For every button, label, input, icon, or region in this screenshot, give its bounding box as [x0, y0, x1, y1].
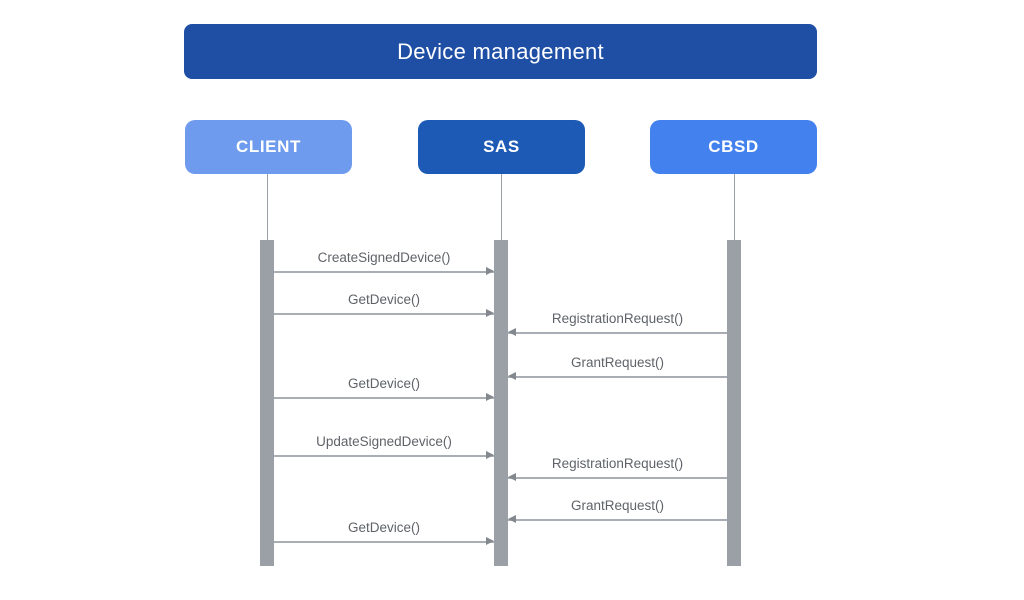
message-arrow-left [508, 372, 727, 380]
actor-cbsd-label: CBSD [708, 137, 759, 156]
message-arrow-right [274, 309, 494, 317]
actor-client: CLIENT [185, 120, 352, 174]
actor-cbsd: CBSD [650, 120, 817, 174]
message-update-signed-device: UpdateSignedDevice() [274, 433, 494, 459]
lifeline-cbsd [734, 174, 735, 240]
message-create-signed-device: CreateSignedDevice() [274, 249, 494, 275]
activation-bar-cbsd [727, 240, 741, 566]
message-arrow-left [508, 473, 727, 481]
message-arrow-right [274, 537, 494, 545]
message-get-device-3: GetDevice() [274, 519, 494, 545]
diagram-title: Device management [397, 38, 604, 64]
message-registration-request-1: RegistrationRequest() [508, 310, 727, 336]
message-label: CreateSignedDevice() [317, 250, 451, 265]
activation-bar-sas [494, 240, 508, 566]
message-label: GrantRequest() [570, 355, 665, 370]
message-label: RegistrationRequest() [551, 311, 684, 326]
message-label: RegistrationRequest() [551, 456, 684, 471]
message-arrow-left [508, 328, 727, 336]
actor-sas: SAS [418, 120, 585, 174]
message-arrow-right [274, 393, 494, 401]
message-get-device-1: GetDevice() [274, 291, 494, 317]
message-label: UpdateSignedDevice() [316, 434, 452, 449]
message-grant-request-2: GrantRequest() [508, 497, 727, 523]
message-arrow-right [274, 267, 494, 275]
actor-client-label: CLIENT [236, 137, 301, 156]
message-label: GetDevice() [347, 292, 420, 307]
message-label: GetDevice() [347, 376, 420, 391]
message-get-device-2: GetDevice() [274, 375, 494, 401]
actor-sas-label: SAS [483, 137, 520, 156]
message-label: GrantRequest() [570, 498, 665, 513]
message-arrow-left [508, 515, 727, 523]
activation-bar-client [260, 240, 274, 566]
lifeline-client [267, 174, 268, 240]
diagram-title-banner: Device management [184, 24, 817, 79]
message-arrow-right [274, 451, 494, 459]
message-grant-request-1: GrantRequest() [508, 354, 727, 380]
message-registration-request-2: RegistrationRequest() [508, 455, 727, 481]
lifeline-sas [501, 174, 502, 240]
message-label: GetDevice() [347, 520, 420, 535]
